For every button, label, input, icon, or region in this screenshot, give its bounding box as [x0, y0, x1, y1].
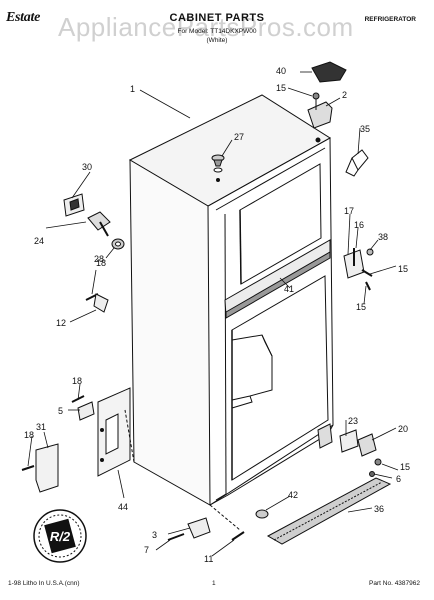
footer-litho: 1-98 Litho In U.S.A.(cnn) [8, 580, 80, 587]
callout-6: 6 [396, 474, 401, 484]
callout-1: 1 [130, 84, 135, 94]
callout-30: 30 [82, 162, 92, 172]
part-hinge-cover [311, 61, 347, 83]
callout-18-a: 18 [96, 258, 106, 268]
callout-28: 28 [94, 254, 104, 264]
callout-15-d: 15 [400, 462, 410, 472]
callout-7: 7 [144, 545, 149, 555]
r2-seal-logo: R/2 [33, 509, 87, 563]
callout-44: 44 [118, 502, 128, 512]
color-line: (White) [206, 37, 228, 44]
callout-38: 38 [378, 232, 388, 242]
callout-40: 40 [276, 66, 286, 76]
callout-3: 3 [152, 530, 157, 540]
model-line: For Model: TT14DKXPW00 [177, 28, 257, 35]
part-side-cover [21, 443, 59, 493]
callout-2: 2 [342, 90, 347, 100]
callout-24: 24 [34, 236, 44, 246]
callout-5: 5 [58, 406, 63, 416]
callout-23: 23 [348, 416, 358, 426]
seal-text: R/2 [50, 529, 71, 544]
part-divider-bar [225, 251, 331, 319]
page-title: CABINET PARTS [169, 12, 265, 24]
callout-15-b: 15 [398, 264, 408, 274]
callout-labels: 1 2 3 5 6 7 11 12 15 15 15 15 16 17 18 1… [24, 66, 410, 564]
category-label: REFRIGERATOR [364, 16, 416, 23]
callout-16: 16 [354, 220, 364, 230]
part-handle-bracket [63, 193, 111, 237]
part-leveler-bracket [71, 395, 95, 421]
callout-17: 17 [344, 206, 354, 216]
footer-page-number: 1 [212, 580, 216, 587]
footer-part-number: Part No. 4387962 [369, 580, 420, 587]
part-top-hinge [307, 92, 333, 129]
part-washer [111, 238, 125, 250]
callout-41: 41 [284, 284, 294, 294]
brand-logo: Estate [6, 10, 40, 25]
callout-15-a: 15 [276, 83, 286, 93]
part-plug [211, 154, 225, 167]
callout-27: 27 [234, 132, 244, 142]
part-bottom-hinge [167, 517, 245, 541]
part-lower-hinge [339, 429, 382, 477]
callout-11: 11 [204, 554, 213, 564]
callout-35: 35 [360, 124, 370, 134]
callout-18-b: 18 [72, 376, 82, 386]
part-screw-bracket [85, 293, 109, 313]
callout-18-c: 18 [24, 430, 34, 440]
watermark: AppliancePartsPros.com [58, 12, 354, 42]
callout-15-c: 15 [356, 302, 366, 312]
part-grille-plug [255, 509, 269, 519]
part-toe-grille [266, 477, 392, 545]
callout-31: 31 [36, 422, 46, 432]
callout-42: 42 [288, 490, 298, 500]
part-center-hinge [343, 248, 374, 291]
cabinet-body [97, 94, 334, 531]
callout-20: 20 [398, 424, 408, 434]
callout-12: 12 [56, 318, 66, 328]
callout-leader-lines [27, 71, 399, 557]
part-door-stop [345, 149, 369, 177]
callout-36: 36 [374, 504, 384, 514]
